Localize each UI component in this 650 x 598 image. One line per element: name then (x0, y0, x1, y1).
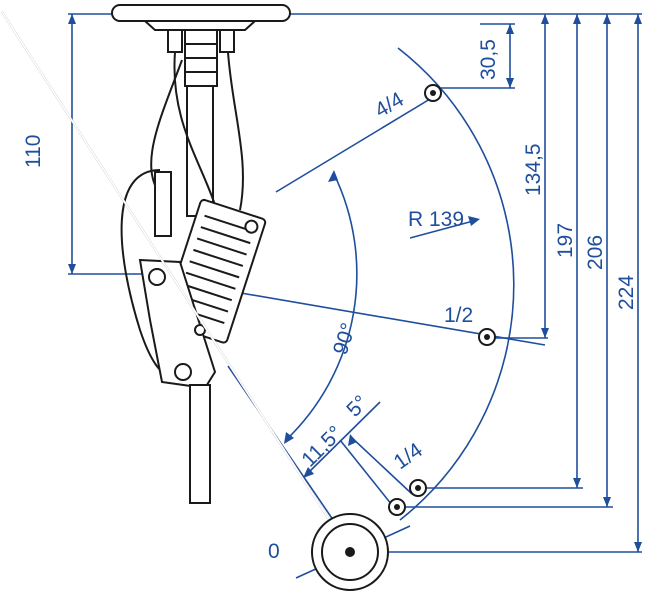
sensor-drawing (1, 4, 389, 591)
label-empty: 0 (268, 540, 280, 563)
dim-quarter-level: 197 (554, 223, 577, 258)
label-full: 4/4 (371, 88, 408, 123)
tube-bottom (189, 384, 211, 504)
position-markers (388, 84, 496, 516)
mounting-flange (111, 4, 291, 22)
dim-arm-pivot-height: 110 (22, 135, 45, 168)
dim-top-offset: 30,5 (477, 39, 500, 80)
dim-offset-angle-a: 11,5° (297, 422, 347, 472)
dim-offset-angle-b: 5° (342, 391, 372, 421)
label-half: 1/2 (444, 304, 473, 327)
sensor-tube (186, 85, 214, 217)
dim-radius: R 139 (408, 208, 464, 231)
pivot-bolt (148, 268, 166, 286)
label-quarter: 1/4 (390, 438, 427, 474)
dim-total-height: 224 (615, 275, 638, 310)
dim-sweep-angle: 90° (329, 320, 361, 357)
dim-half-level: 134,5 (522, 143, 545, 196)
dim-five-deg-level: 206 (584, 235, 607, 270)
